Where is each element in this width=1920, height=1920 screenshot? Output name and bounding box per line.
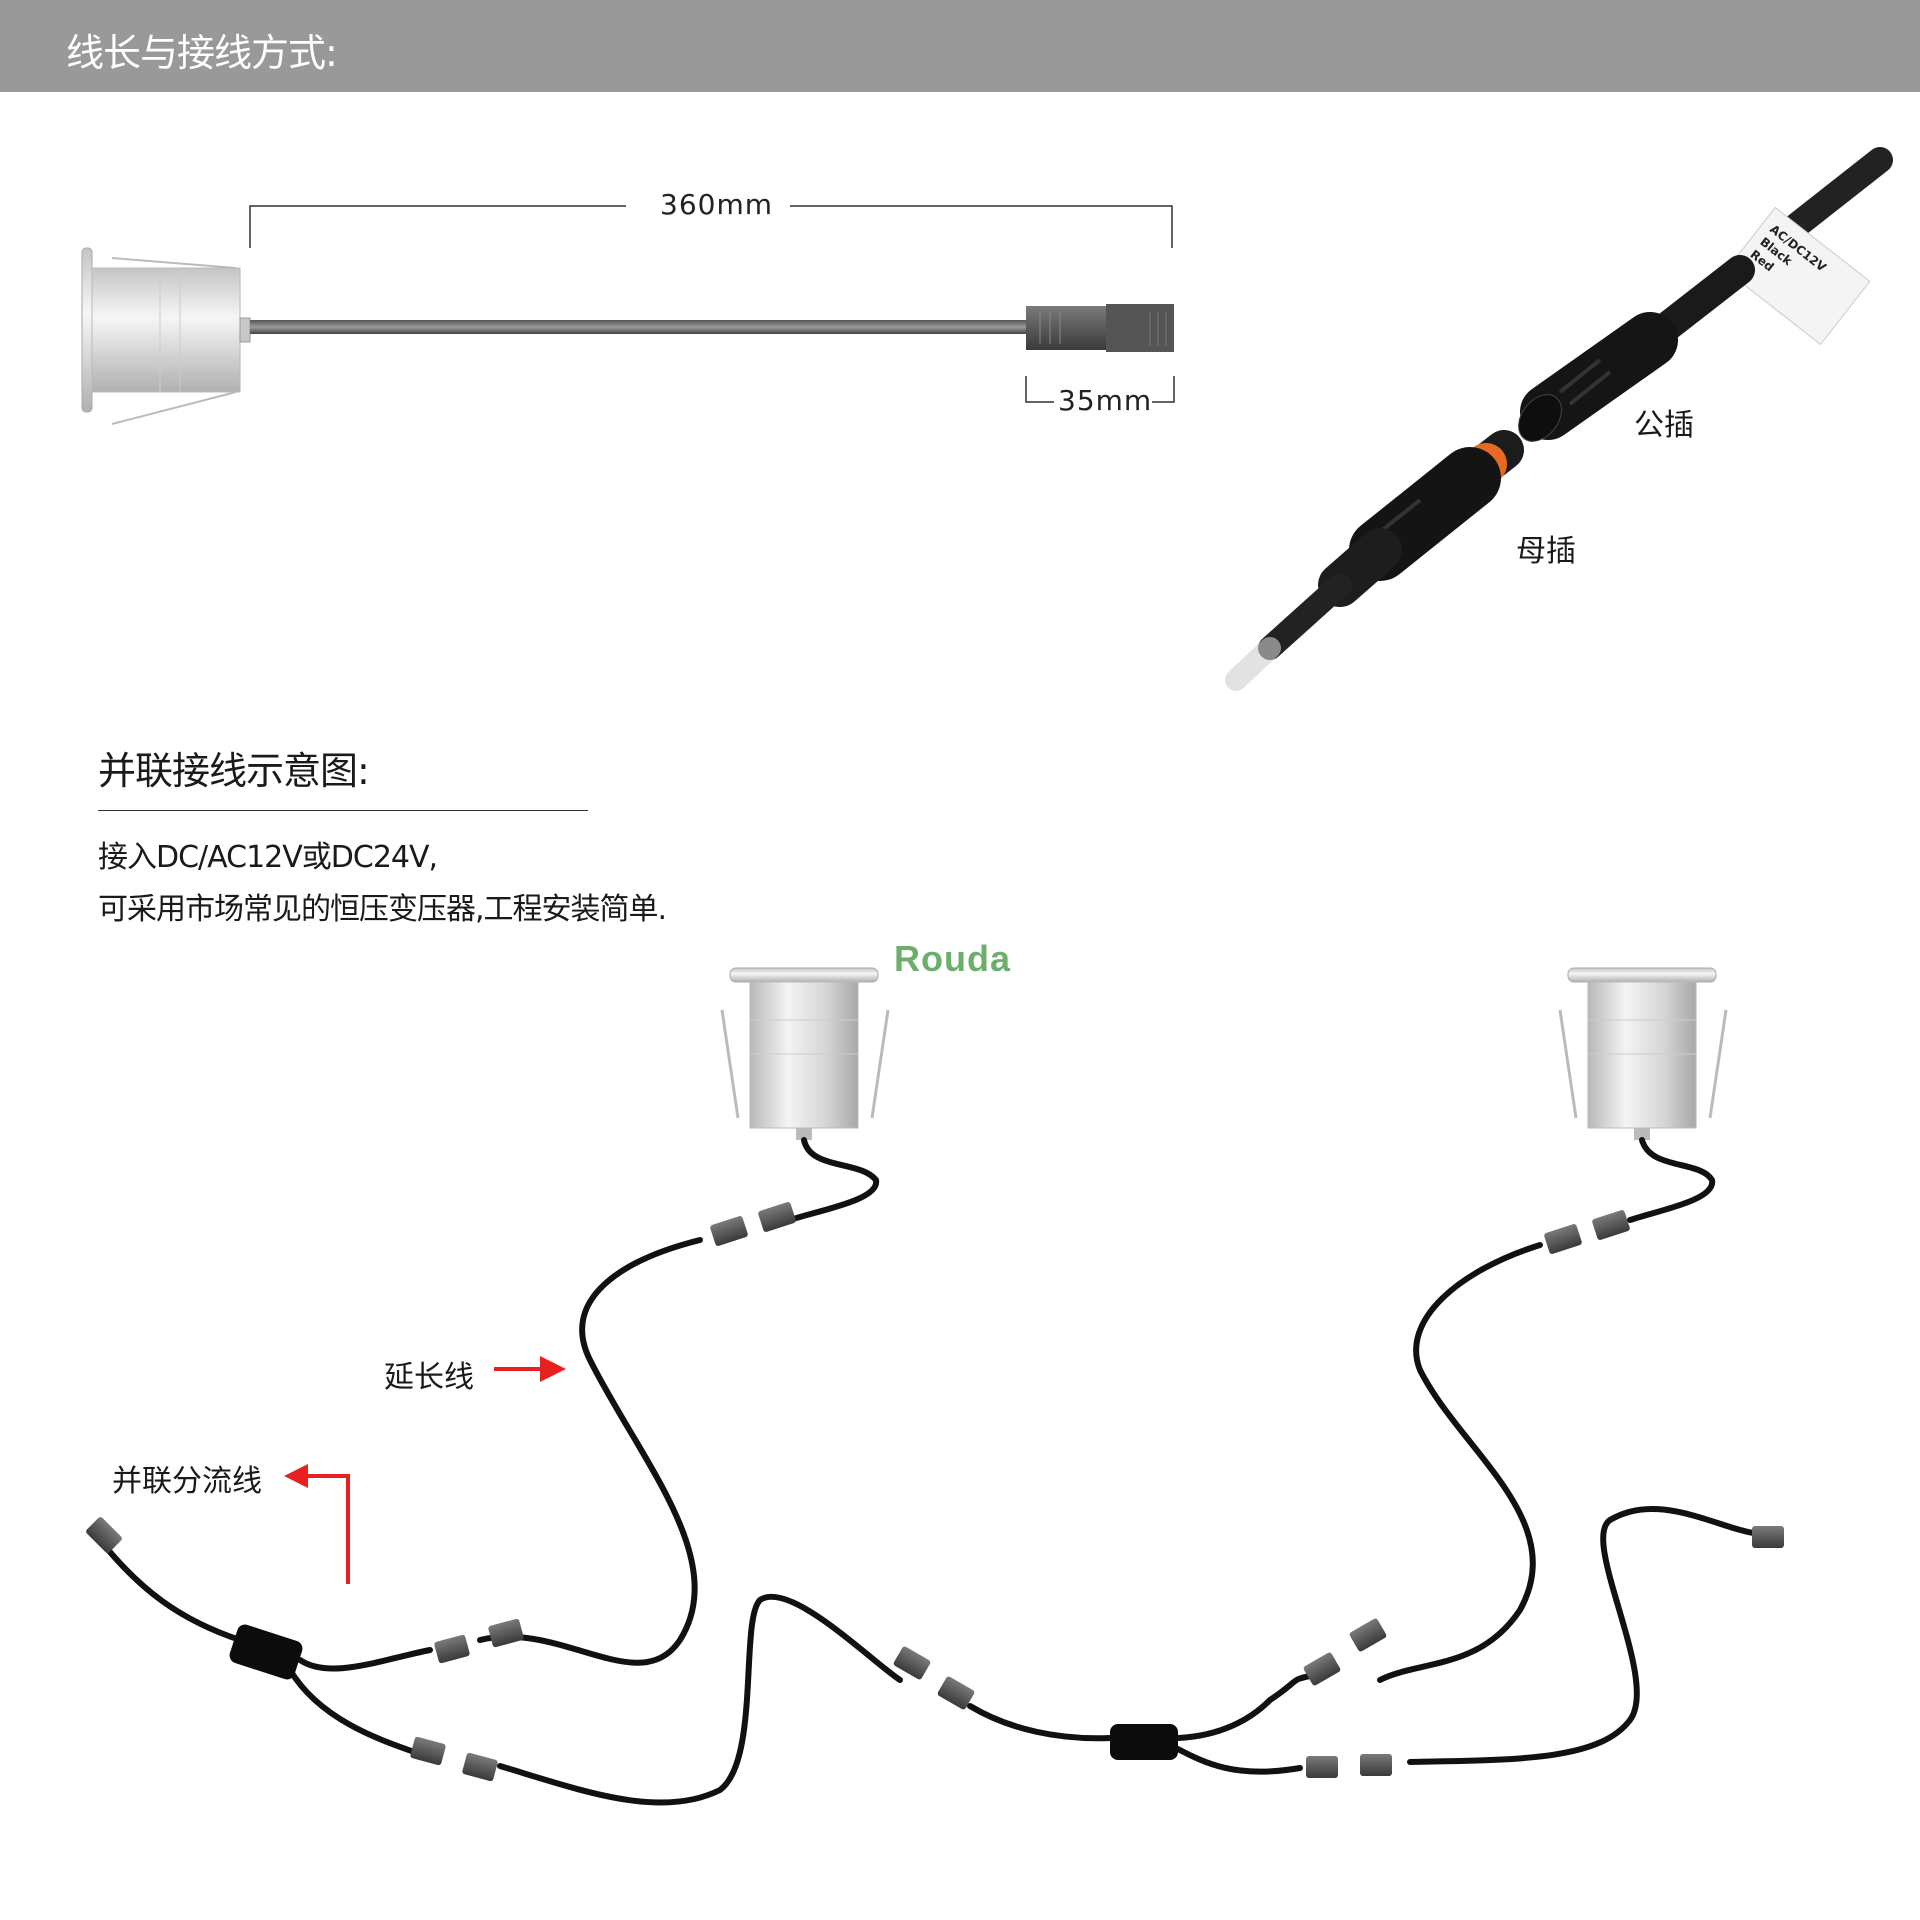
side-connector: [1026, 304, 1174, 352]
desc-line-2: 可采用市场常见的恒压变压器,工程安装简单.: [98, 892, 667, 927]
section-divider: [98, 810, 588, 811]
brand-logo: Rouda: [894, 938, 1011, 979]
header-bar: 线长与接线方式:: [0, 0, 1920, 92]
connector-length-label: 35mm: [1058, 384, 1153, 417]
female-plug-label: 母插: [1516, 534, 1576, 569]
splitter-box-left: [229, 1624, 303, 1680]
light-side-view: [81, 247, 251, 425]
splitter-box-right: [1110, 1724, 1178, 1760]
extension-cable-label: 延长线: [384, 1360, 474, 1395]
inline-connectors: [86, 1202, 1784, 1782]
desc-line-1: 接入DC/AC12V或DC24V,: [98, 840, 438, 875]
side-cable: [250, 320, 1028, 334]
connector-photo: [1225, 147, 1893, 691]
dimension-360: [249, 205, 1173, 248]
dimension-35: [1025, 376, 1175, 403]
parallel-section-title: 并联接线示意图:: [98, 749, 370, 793]
light-left: [720, 967, 890, 1140]
arrow-extension: [494, 1356, 566, 1382]
splitter-cable-label: 并联分流线: [112, 1464, 262, 1499]
cable-length-label: 360mm: [660, 188, 773, 221]
header-title: 线长与接线方式:: [66, 31, 338, 75]
male-plug-label: 公插: [1634, 408, 1694, 443]
wiring-cables: [97, 1137, 1763, 1806]
light-right: [1558, 967, 1728, 1140]
arrow-splitter: [284, 1464, 350, 1584]
